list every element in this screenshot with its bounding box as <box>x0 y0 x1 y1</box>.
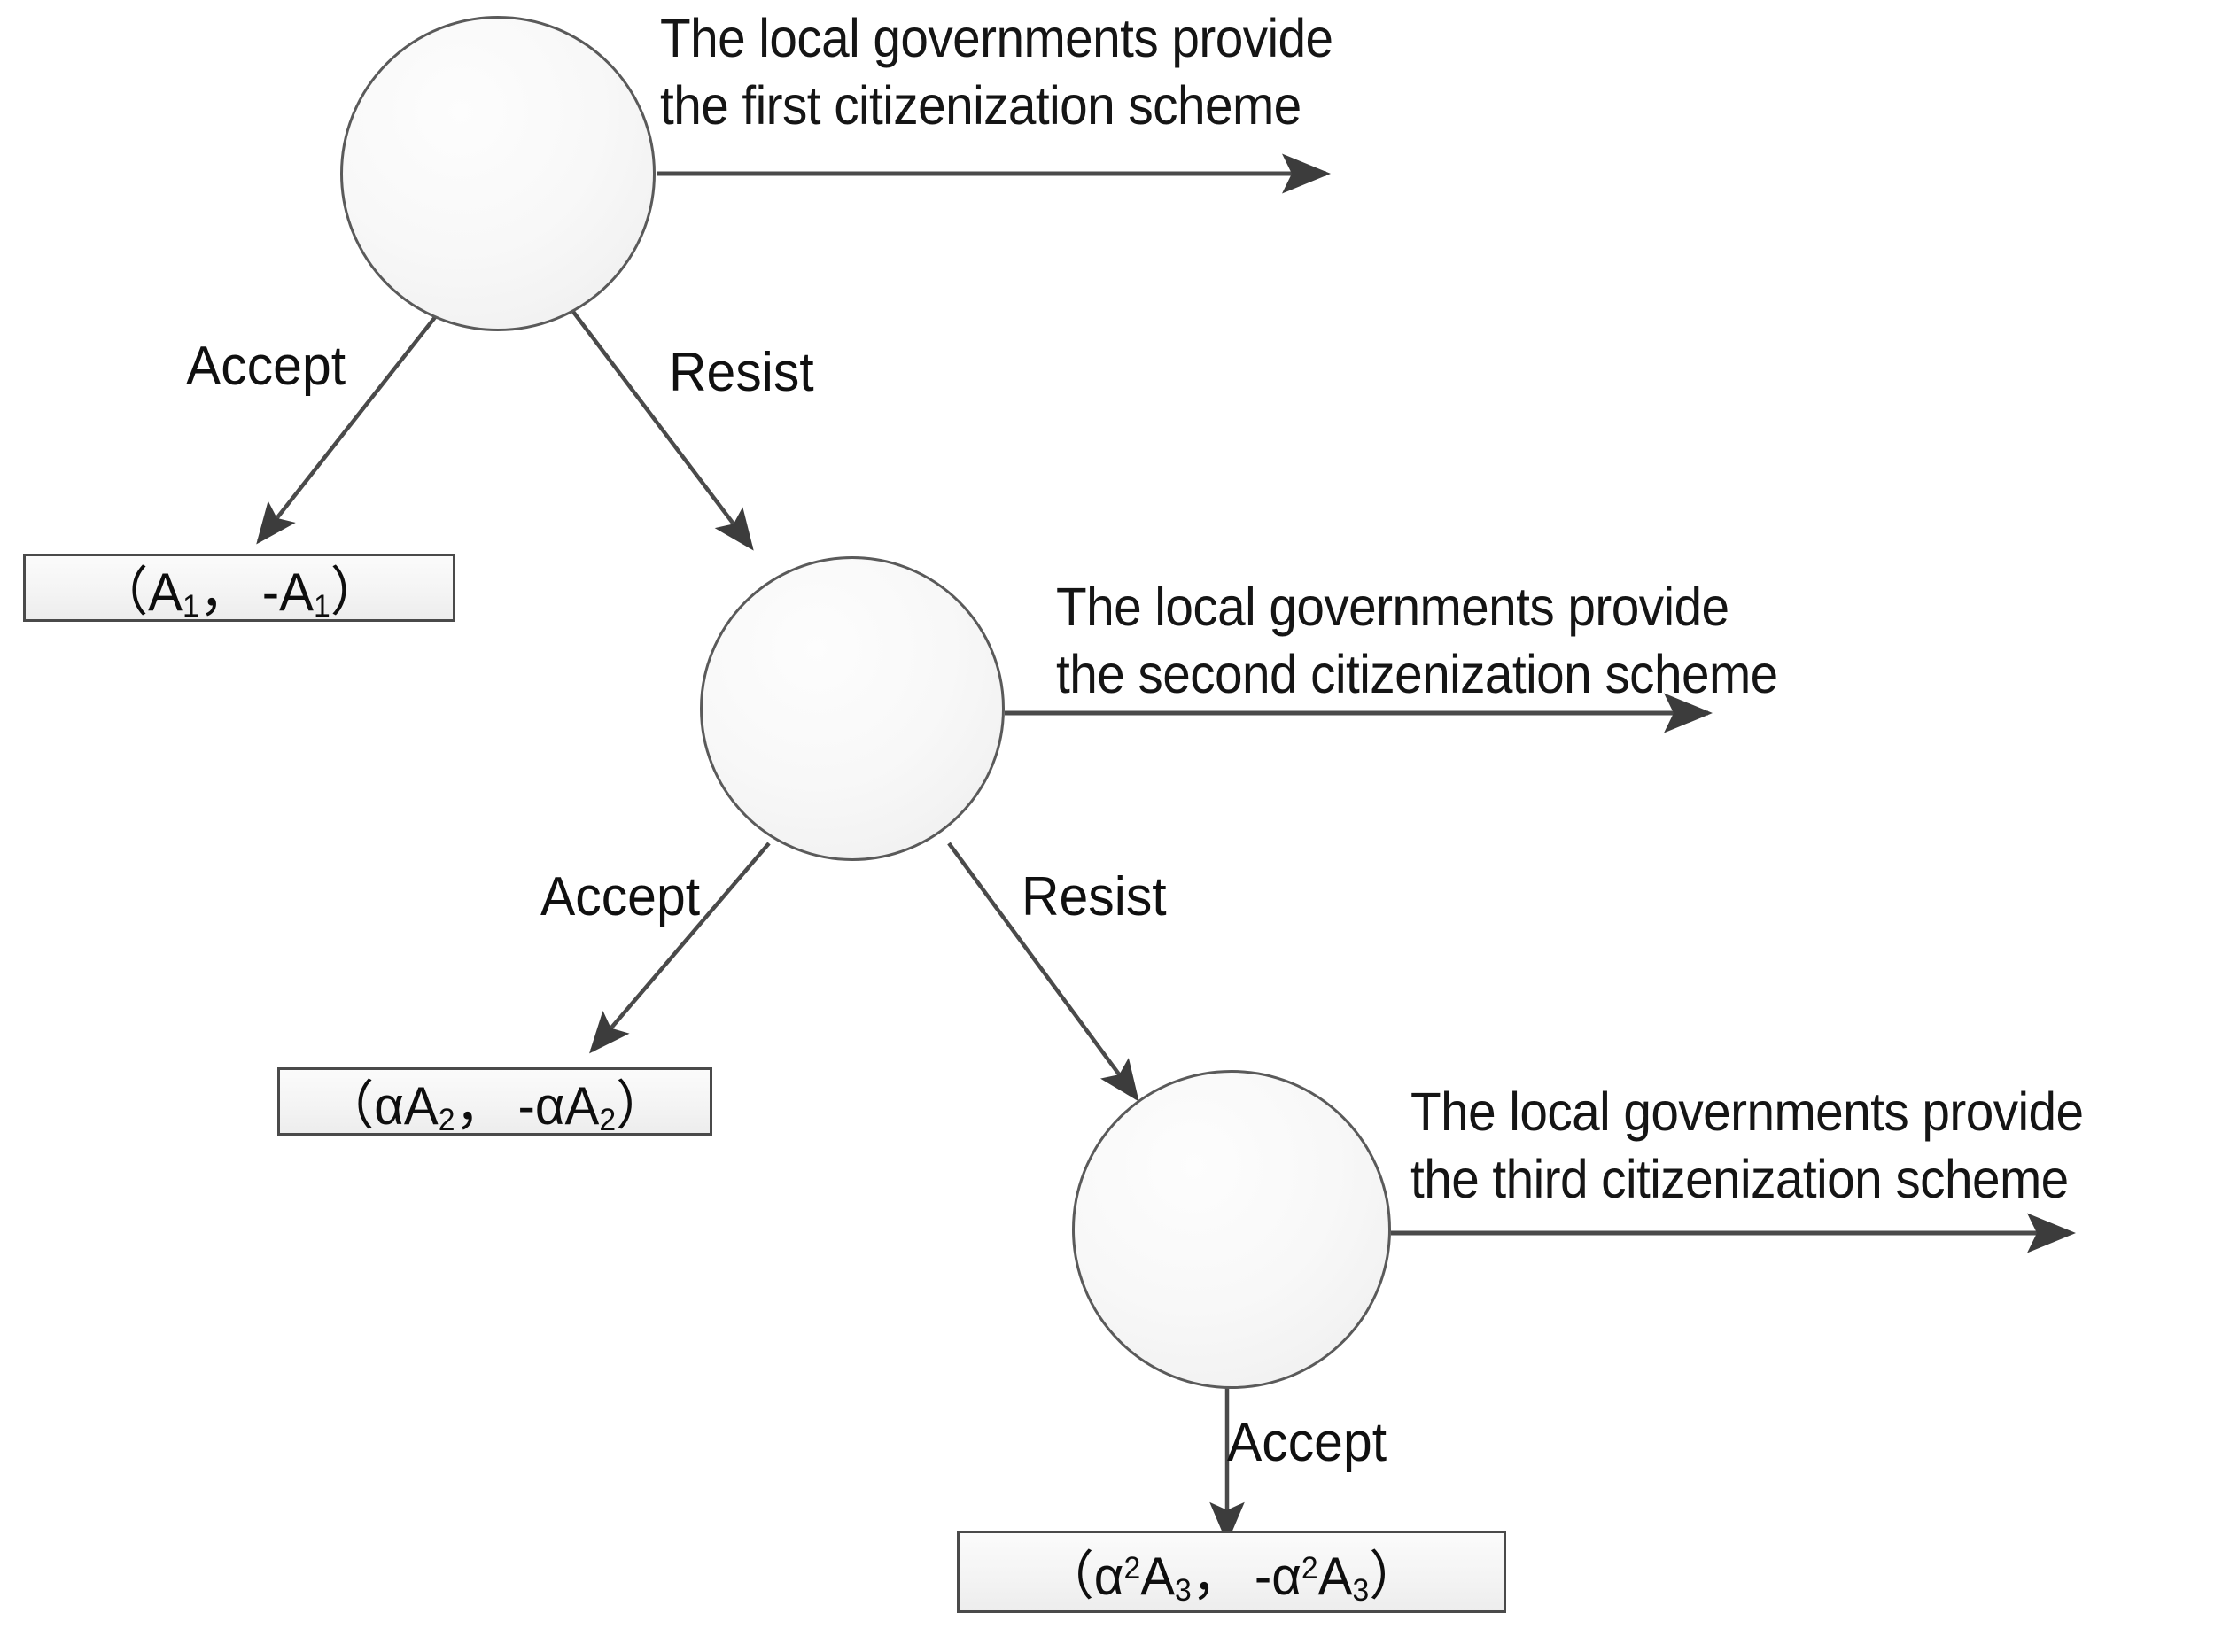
payoff-box-3[interactable]: （α2A3，-α2A3） <box>957 1531 1506 1613</box>
payoff-1-text: （A1，-A1） <box>97 549 382 626</box>
branch-label-accept-1: Accept <box>186 336 346 397</box>
payoff-3-comma: ， <box>1191 1547 1244 1606</box>
scheme-message-3: The local governments provide the third … <box>1410 1079 2084 1213</box>
scheme-message-3-line1: The local governments provide <box>1410 1082 2084 1142</box>
payoff-3-right-sup: 2 <box>1301 1550 1318 1586</box>
payoff-3-right-sign: - <box>1254 1547 1272 1606</box>
payoff-3-text: （α2A3，-α2A3） <box>1043 1533 1421 1610</box>
payoff-3-open-paren: （ <box>1042 1547 1094 1606</box>
payoff-1-left-sub: 1 <box>183 588 199 624</box>
payoff-3-close-paren: ） <box>1369 1547 1421 1606</box>
decision-node-1[interactable] <box>340 16 656 331</box>
decision-node-2[interactable] <box>700 556 1005 861</box>
payoff-1-right-sign: - <box>261 562 280 622</box>
payoff-1-close-paren: ） <box>330 562 382 622</box>
branch-label-resist-1: Resist <box>669 342 814 403</box>
payoff-2-right-sign: - <box>517 1076 535 1136</box>
payoff-3-right-base: A <box>1317 1547 1353 1606</box>
payoff-1-right-sub: 1 <box>314 588 330 624</box>
payoff-2-comma: ， <box>455 1076 507 1136</box>
payoff-2-right-sub: 2 <box>599 1102 616 1137</box>
payoff-2-left-base: A <box>403 1076 439 1136</box>
payoff-3-right-coef: α <box>1271 1547 1301 1606</box>
payoff-2-right-coef: α <box>534 1076 565 1136</box>
decision-node-3[interactable] <box>1072 1070 1391 1389</box>
payoff-box-2[interactable]: （αA2，-αA2） <box>277 1067 712 1136</box>
scheme-message-1-line2: the first citizenization scheme <box>660 74 1301 136</box>
payoff-3-left-base: A <box>1140 1547 1176 1606</box>
payoff-2-right-base: A <box>564 1076 600 1136</box>
payoff-1-right-base: A <box>279 562 315 622</box>
payoff-2-left-coef: α <box>374 1076 404 1136</box>
scheme-message-2-line1: The local governments provide <box>1056 577 1729 637</box>
payoff-2-left-sub: 2 <box>438 1102 455 1137</box>
branch-label-accept-3: Accept <box>1227 1412 1387 1473</box>
scheme-message-2-line2: the second citizenization scheme <box>1056 643 1778 704</box>
scheme-message-2: The local governments provide the second… <box>1056 574 1778 708</box>
payoff-1-comma: ， <box>198 562 252 622</box>
payoff-box-1[interactable]: （A1，-A1） <box>23 554 455 622</box>
scheme-message-1: The local governments provide the first … <box>660 5 1333 139</box>
branch-label-resist-2: Resist <box>1022 866 1167 927</box>
scheme-message-3-line2: the third citizenization scheme <box>1410 1148 2069 1209</box>
payoff-2-open-paren: （ <box>322 1076 375 1136</box>
payoff-3-left-sup: 2 <box>1123 1550 1141 1586</box>
payoff-2-text: （αA2，-αA2） <box>322 1063 667 1140</box>
payoff-3-right-sub: 3 <box>1352 1572 1370 1608</box>
branch-label-accept-2: Accept <box>540 866 701 927</box>
payoff-3-left-sub: 3 <box>1175 1572 1192 1608</box>
payoff-1-open-paren: （ <box>96 562 149 622</box>
payoff-1-left-base: A <box>148 562 183 622</box>
payoff-2-close-paren: ） <box>615 1076 668 1136</box>
scheme-message-1-line1: The local governments provide <box>660 8 1333 68</box>
payoff-3-left-coef: α <box>1093 1547 1124 1606</box>
